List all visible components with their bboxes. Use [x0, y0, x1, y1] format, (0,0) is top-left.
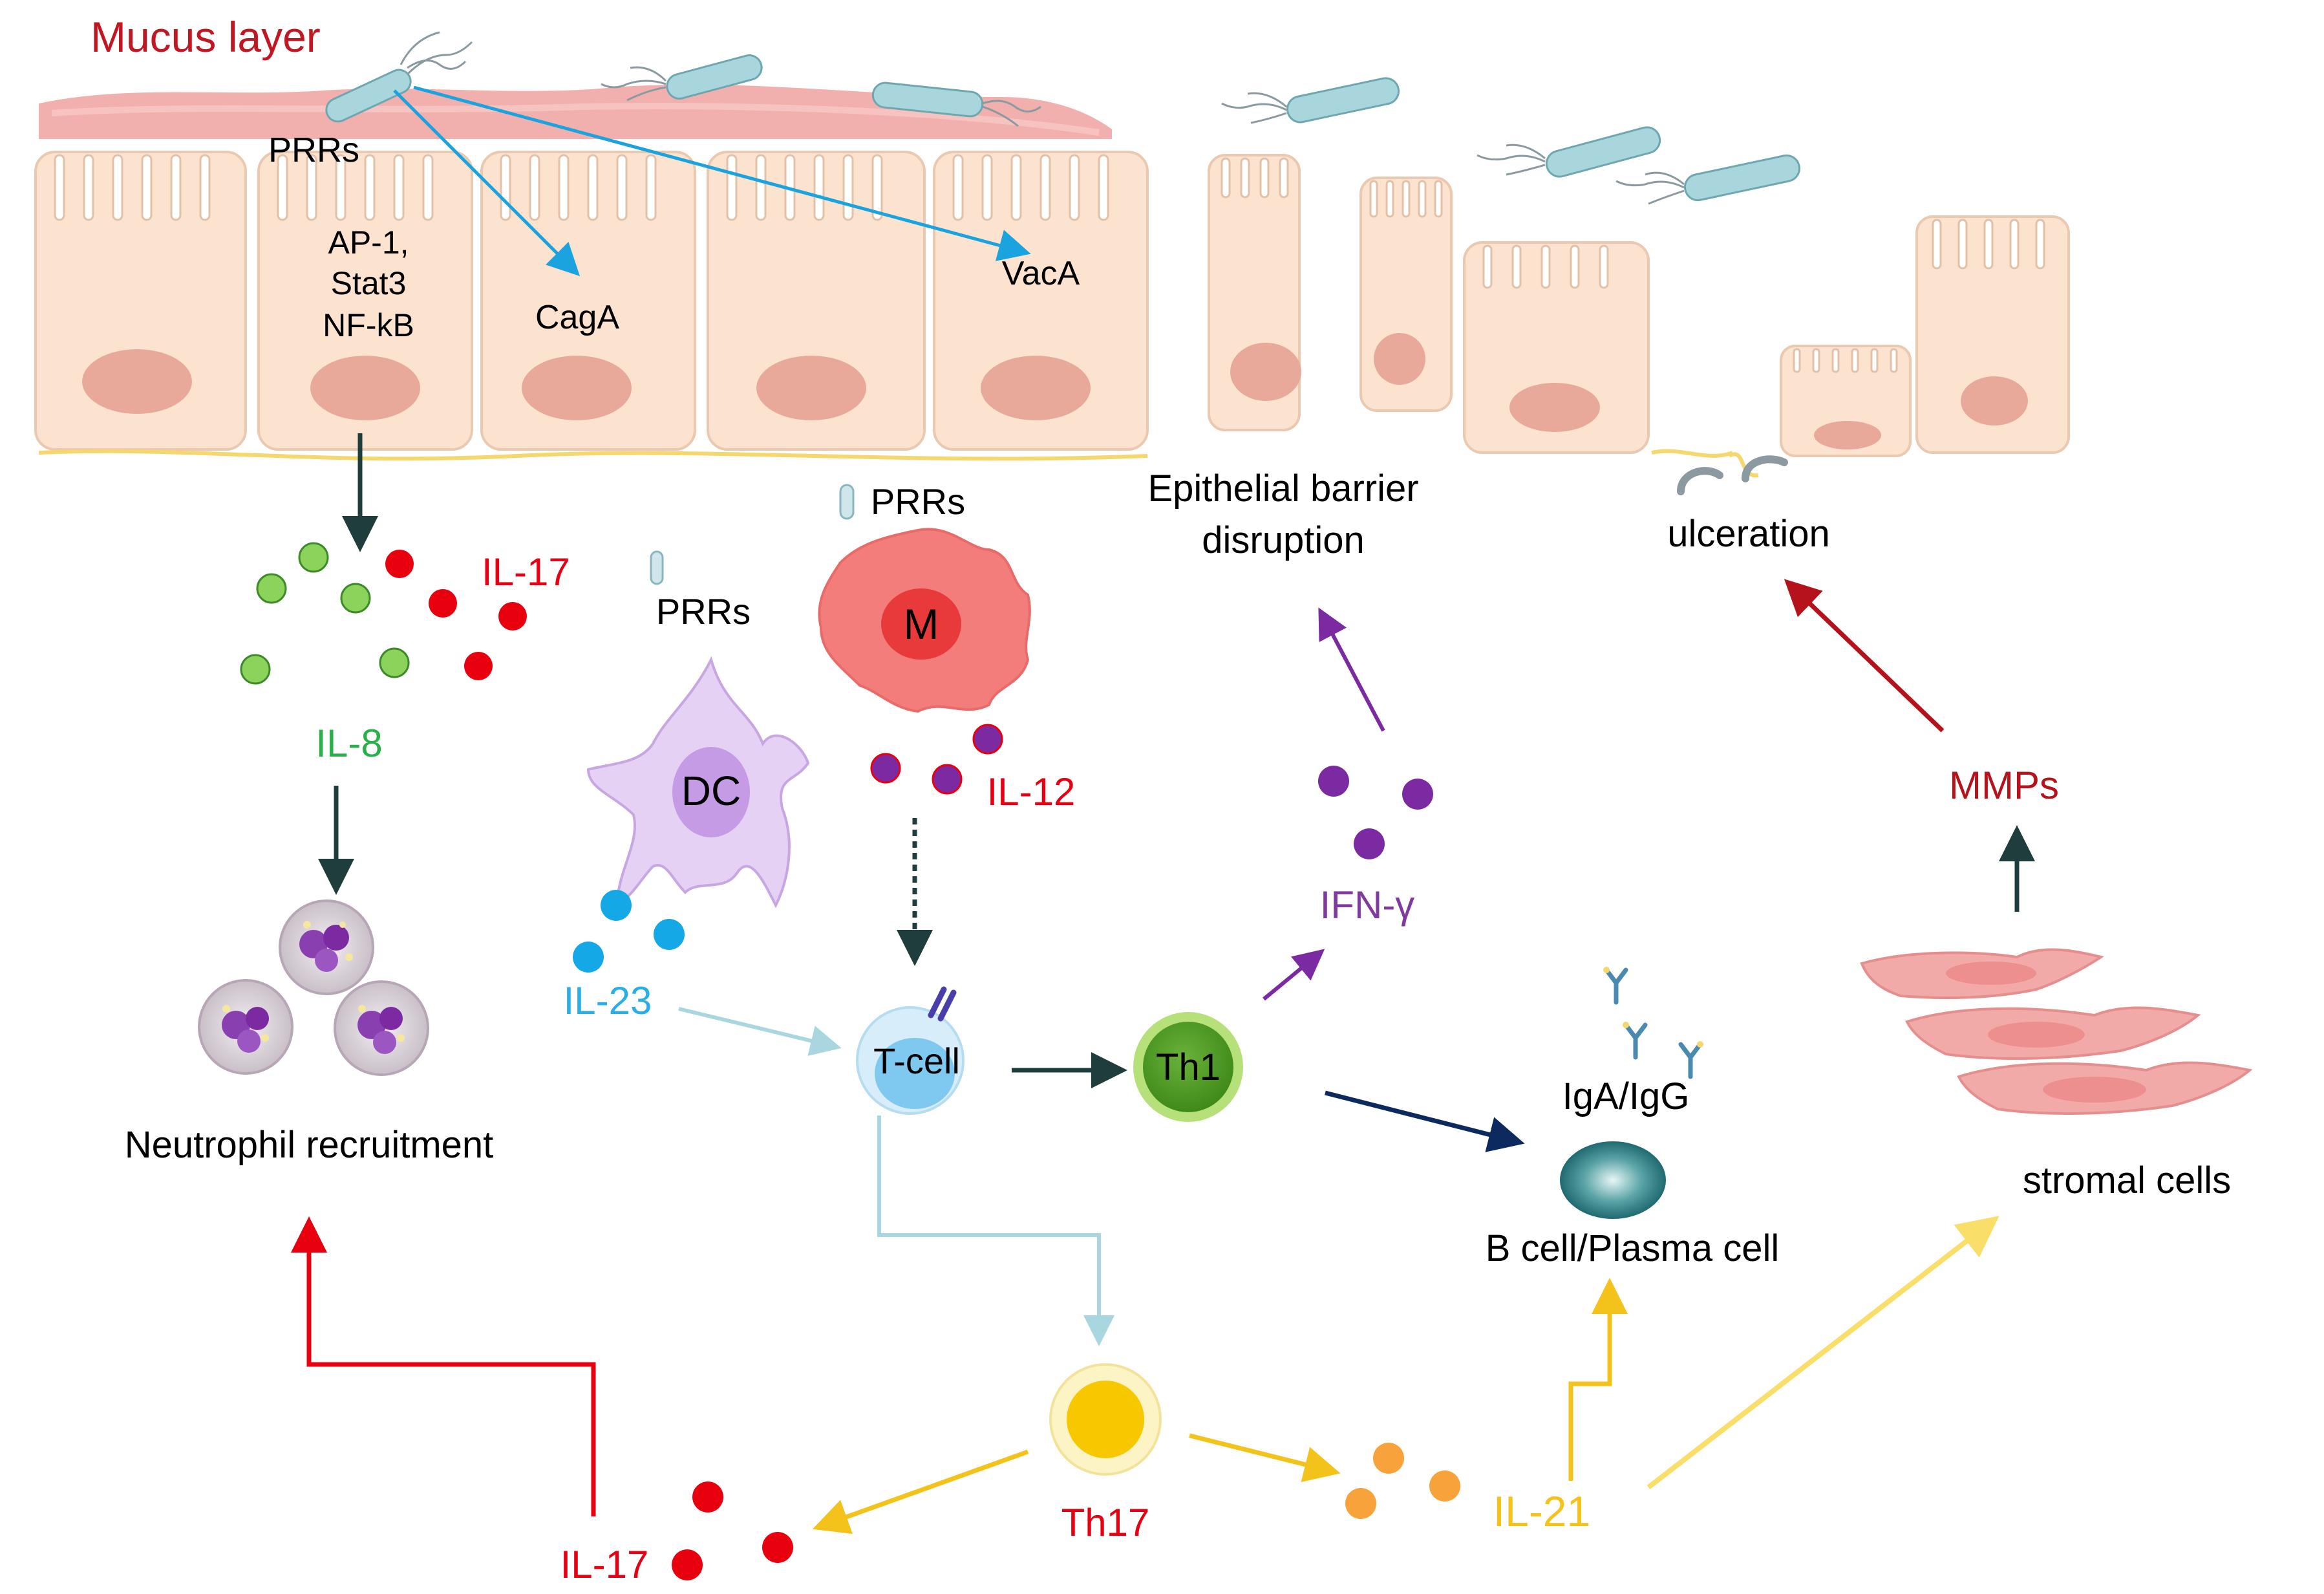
bacterium-4 — [1221, 77, 1400, 124]
epithelial-cell — [1915, 215, 2070, 454]
prr-receptor-dc — [650, 550, 664, 585]
neutrophils — [198, 899, 429, 1076]
epithelial-cell — [1463, 241, 1650, 454]
bacterium-2 — [601, 54, 763, 102]
il17-top-dots — [385, 550, 527, 680]
stromal-cells — [1860, 948, 2253, 1115]
th1-label: Th1 — [1156, 1046, 1221, 1088]
epithelial-cell — [1359, 177, 1453, 412]
il12-dots — [870, 724, 1003, 795]
bacterium-5 — [1476, 126, 1661, 178]
macrophage-label: M — [904, 600, 939, 648]
dendritic-cell — [586, 656, 810, 909]
epithelial-cell — [1208, 154, 1301, 431]
th1-to-bcell-arrow — [1325, 1090, 1525, 1152]
tf-label-line1: AP-1, — [328, 224, 409, 261]
epithelial-cell — [480, 151, 696, 451]
bacterium-1 — [325, 31, 473, 123]
bacterium-6 — [1615, 154, 1800, 205]
ifn-label: IFN-γ — [1320, 883, 1415, 927]
th17-cell — [1049, 1363, 1162, 1476]
antibody-icon — [1678, 1041, 1703, 1079]
tf-label-line2: Stat3 — [331, 265, 407, 301]
caga-arrow — [393, 89, 581, 277]
il17-top-label: IL-17 — [482, 550, 570, 594]
mmps-label: MMPs — [1949, 764, 2059, 807]
dc-label: DC — [681, 768, 741, 814]
il17-bottom-dots — [672, 1481, 793, 1580]
ifn-dots — [1318, 766, 1433, 859]
antibodies — [1603, 967, 1703, 1079]
tcell-label: T-cell — [873, 1040, 960, 1081]
ifn-to-barrier-arrow — [1318, 607, 1385, 732]
stromal-label: stromal cells — [2023, 1159, 2231, 1201]
mucus-layer-shape — [39, 84, 1112, 139]
macrophage-cell — [818, 528, 1031, 713]
caga-label: CagA — [535, 299, 619, 336]
prrs-macrophage-label: PRRs — [871, 481, 965, 522]
prrs-dc-label: PRRs — [656, 591, 751, 632]
basement-membrane — [38, 449, 1148, 461]
epithelial-cells-intact — [34, 151, 1149, 461]
antibody-icon — [1623, 1022, 1648, 1060]
epithelial-cell — [1780, 345, 1912, 457]
il23-label: IL-23 — [564, 979, 652, 1022]
epithelial-cell — [34, 151, 247, 451]
il21-dots — [1345, 1443, 1460, 1519]
bacteria — [325, 31, 1800, 205]
ulceration-fragment-gray — [1677, 455, 1788, 495]
tf-label-line3: NF-kB — [323, 307, 414, 343]
prr-receptor-macrophage — [839, 484, 855, 520]
th1-to-ifn-arrow — [1263, 949, 1325, 1001]
neutrophil-cell — [279, 899, 374, 995]
t-cell — [856, 986, 965, 1115]
epithelial-cells-disrupted — [1208, 154, 2070, 495]
il21-to-stromal-arrow — [1647, 1216, 1999, 1490]
mucus-layer-label: Mucus layer — [91, 13, 321, 61]
th17-label: Th17 — [1061, 1501, 1150, 1544]
il17-to-neutrophil-arrow — [291, 1216, 596, 1516]
il17-bottom-label: IL-17 — [560, 1543, 649, 1586]
epithelial-cell — [707, 151, 926, 451]
barrier-label-line1: Epithelial barrier — [1147, 468, 1418, 510]
iga-igg-label: IgA/IgG — [1562, 1075, 1690, 1117]
bcell-label: B cell/Plasma cell — [1486, 1227, 1779, 1269]
neutrophil-cell — [198, 979, 293, 1075]
neutrophil-cell — [334, 980, 429, 1076]
il8-label: IL-8 — [315, 722, 382, 765]
th17-to-il17-arrow — [812, 1449, 1029, 1535]
il21-to-bcell-arrow — [1568, 1278, 1628, 1481]
barrier-label-line2: disruption — [1202, 519, 1364, 561]
ulceration-torn-membrane — [1651, 449, 1759, 478]
neutrophil-label: Neutrophil recruitment — [125, 1124, 494, 1166]
th1-cell — [1133, 1012, 1243, 1122]
tcell-to-th17-arrow — [877, 1115, 1114, 1346]
b-cell-shape — [1560, 1141, 1666, 1219]
th17-to-il21-arrow — [1189, 1433, 1341, 1482]
il8-dots — [240, 542, 410, 685]
prrs-epithelial-label: PRRs — [268, 131, 359, 169]
antibody-icon — [1603, 967, 1628, 1005]
il23-to-tcell-arrow — [678, 1007, 842, 1056]
il23-dots — [573, 890, 685, 973]
vaca-label: VacA — [1002, 255, 1080, 292]
vaca-arrow — [413, 85, 1031, 261]
ulceration-label: ulceration — [1667, 513, 1829, 555]
mmps-to-ulceration-arrow — [1784, 579, 1945, 733]
bacterium-3 — [871, 81, 1041, 127]
il21-label: IL-21 — [1493, 1487, 1590, 1535]
epithelial-cell — [257, 151, 473, 451]
epithelial-cell — [933, 151, 1149, 451]
il12-label: IL-12 — [987, 770, 1076, 813]
